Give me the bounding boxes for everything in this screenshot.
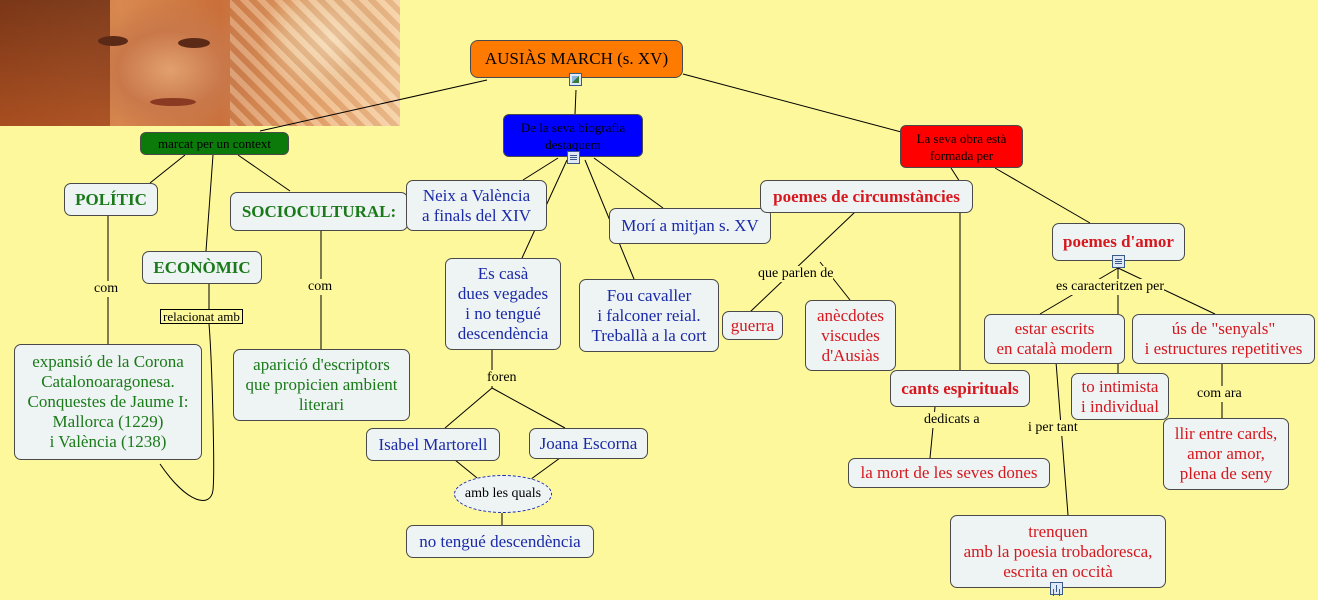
no-offspring-node[interactable]: no tengué descendència (406, 525, 594, 558)
tree-icon[interactable] (1050, 582, 1063, 595)
death-label: Morí a mitjan s. XV (621, 216, 759, 235)
expansion-label: expansió de la Corona Catalonoaragonesa.… (27, 352, 189, 451)
with-whom-connector[interactable]: amb les quals (454, 475, 552, 513)
love-poems-node[interactable]: poemes d'amor (1052, 223, 1185, 261)
spiritual-songs-node[interactable]: cants espirituals (890, 370, 1030, 407)
isabel-node[interactable]: Isabel Martorell (366, 428, 500, 461)
death-node[interactable]: Morí a mitjan s. XV (609, 208, 771, 244)
lily-label: llir entre cards, amor amor, plena de se… (1174, 424, 1278, 483)
link-label-com: com (308, 279, 333, 295)
portrait-image (0, 0, 400, 126)
work-node[interactable]: La seva obra està formada per (900, 125, 1023, 168)
link-label-per-tant: i per tant (1028, 420, 1078, 436)
signals-node[interactable]: ús de "senyals" i estructures repetitive… (1132, 314, 1315, 364)
spiritual-songs-label: cants espirituals (901, 378, 1019, 398)
falconer-node[interactable]: Fou cavaller i falconer reial. Treballà … (579, 279, 719, 352)
isabel-label: Isabel Martorell (378, 434, 488, 454)
writers-node[interactable]: aparició d'escriptors que propicien ambi… (233, 349, 410, 421)
work-label: La seva obra està formada per (916, 130, 1007, 163)
circumstance-poems-label: poemes de circumstàncies (773, 186, 960, 206)
document-icon[interactable] (1112, 255, 1125, 268)
signals-label: ús de "senyals" i estructures repetitive… (1144, 319, 1303, 358)
war-node[interactable]: guerra (722, 311, 783, 340)
wives-death-label: la mort de les seves dones (860, 463, 1038, 482)
context-label: marcat per un context (158, 135, 271, 151)
anecdotes-node[interactable]: anècdotes viscudes d'Ausiàs (805, 300, 896, 371)
intimate-tone-node[interactable]: to intimista i individual (1071, 373, 1169, 420)
link-label-parlen: que parlen de (758, 266, 834, 282)
link-label-com: com (94, 281, 119, 297)
wives-death-node[interactable]: la mort de les seves dones (848, 458, 1050, 488)
intimate-tone-label: to intimista i individual (1081, 376, 1159, 416)
falconer-label: Fou cavaller i falconer reial. Treballà … (591, 285, 707, 345)
modern-catalan-label: estar escrits en català modern (996, 319, 1113, 358)
link-label-caracteritzen: es caracteritzen per (1056, 279, 1165, 295)
war-label: guerra (730, 315, 775, 335)
marriage-label: Es casà dues vegades i no tengué descend… (457, 264, 549, 343)
sociocultural-node[interactable]: SOCIOCULTURAL: (230, 192, 408, 231)
birth-label: Neix a València a finals del XIV (421, 185, 532, 225)
biography-node[interactable]: De la seva biografia destaquem (503, 114, 643, 157)
link-label-foren: foren (487, 370, 517, 386)
writers-label: aparició d'escriptors que propicien ambi… (245, 355, 398, 414)
break-troubadour-node[interactable]: trenquen amb la poesia trobadoresca, esc… (950, 515, 1166, 588)
lily-node[interactable]: llir entre cards, amor amor, plena de se… (1163, 418, 1289, 490)
politic-label: POLÍTIC (75, 189, 147, 209)
modern-catalan-node[interactable]: estar escrits en català modern (984, 314, 1125, 364)
circumstance-poems-node[interactable]: poemes de circumstàncies (760, 180, 973, 213)
joana-node[interactable]: Joana Escorna (529, 428, 648, 459)
image-icon[interactable] (569, 73, 582, 86)
link-label-com-ara: com ara (1197, 386, 1242, 402)
economic-label: ECONÒMIC (153, 257, 251, 277)
anecdotes-label: anècdotes viscudes d'Ausiàs (816, 305, 885, 365)
birth-node[interactable]: Neix a València a finals del XIV (406, 180, 547, 231)
link-label-relacionat: relacionat amb (160, 309, 243, 324)
sociocultural-label: SOCIOCULTURAL: (241, 201, 397, 221)
economic-node[interactable]: ECONÒMIC (142, 251, 262, 284)
politic-node[interactable]: POLÍTIC (64, 183, 158, 216)
love-poems-label: poemes d'amor (1063, 232, 1174, 251)
no-offspring-label: no tengué descendència (419, 531, 581, 551)
root-label: AUSIÀS MARCH (s. XV) (484, 49, 669, 68)
biography-label: De la seva biografia destaquem (520, 119, 626, 152)
marriage-node[interactable]: Es casà dues vegades i no tengué descend… (445, 258, 561, 350)
with-whom-label: amb les quals (464, 486, 542, 501)
document-icon[interactable] (567, 151, 580, 164)
break-troubadour-label: trenquen amb la poesia trobadoresca, esc… (963, 521, 1153, 581)
joana-label: Joana Escorna (539, 433, 638, 453)
expansion-node[interactable]: expansió de la Corona Catalonoaragonesa.… (14, 344, 202, 460)
context-node[interactable]: marcat per un context (140, 132, 289, 155)
link-label-dedicats: dedicats a (924, 412, 980, 428)
